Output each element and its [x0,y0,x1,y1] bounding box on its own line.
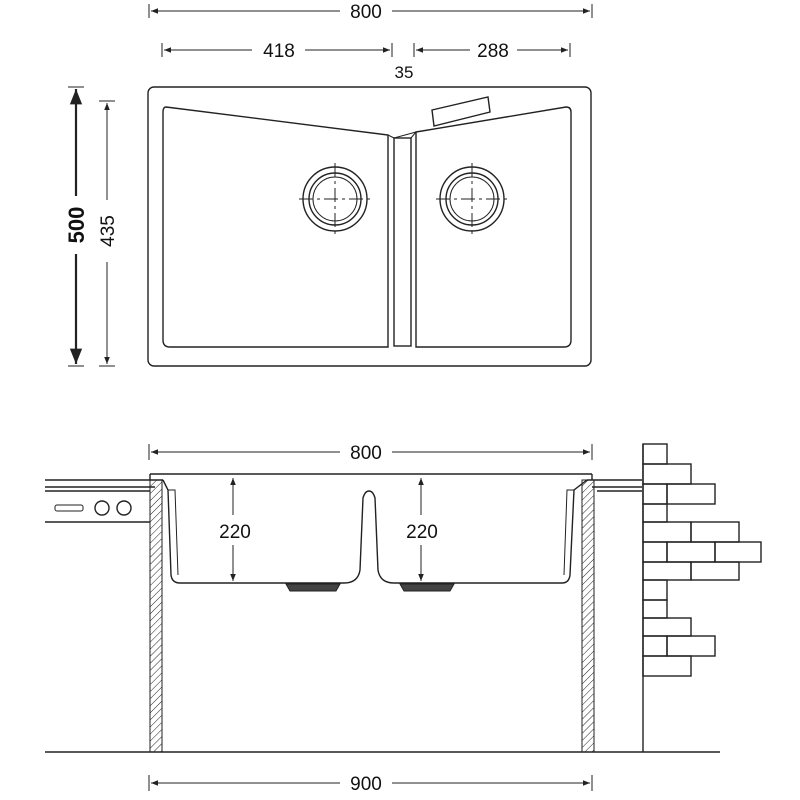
cabinet-wall-left [149,479,163,753]
knob-icon [94,500,110,516]
left-bowl-depth-label: 220 [219,522,251,543]
cabinet-wall-right [581,479,595,753]
knob-icon [116,500,132,516]
right-bowl-outline [415,106,572,348]
overflow-slot [431,96,491,127]
brick-wall [642,443,762,752]
right-bowl-depth-dimension: 220 [406,478,438,581]
cooktop-panel [45,500,150,523]
right-bowl-width-label: 288 [477,41,509,62]
top-inner-depth-label: 435 [98,215,119,247]
right-drain-outlet [399,583,455,592]
side-overall-width-label: 800 [350,443,382,464]
top-view: 800 418 288 35 500 [64,2,593,367]
left-drain-outlet [285,583,341,592]
countertop [45,479,642,492]
left-drain-icon [299,163,371,235]
bowl-divider [393,137,412,347]
left-bowl-width-dimension: 418 [161,41,393,62]
divider-width-label: 35 [395,63,414,82]
left-bowl-depth-dimension: 220 [219,478,251,581]
side-view: 800 [45,443,762,795]
right-bowl-width-dimension: 288 [413,41,571,62]
left-bowl-outline [162,106,389,348]
right-bowl-depth-label: 220 [406,522,438,543]
sink-outer-rim [147,86,592,367]
top-overall-depth-label: 500 [64,207,89,244]
top-overall-depth-dimension: 500 [64,86,89,367]
top-overall-width-label: 800 [350,2,382,23]
sink-bowl-profile [162,479,588,584]
top-inner-depth-dimension: 435 [98,100,119,367]
right-drain-icon [436,163,508,235]
cabinet-width-label: 900 [350,774,382,795]
side-overall-width-dimension: 800 [148,443,593,464]
top-overall-width-dimension: 800 [148,2,593,23]
left-bowl-width-label: 418 [263,41,295,62]
cabinet-width-dimension: 900 [148,774,593,795]
